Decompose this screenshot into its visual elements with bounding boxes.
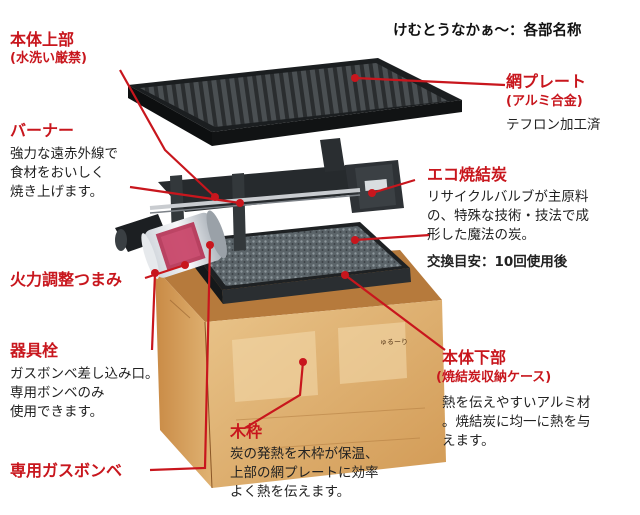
wood-frame-desc-1: 炭の発熱を木枠が保温、 xyxy=(230,446,379,462)
svg-text:ゅるーり: ゅるーり xyxy=(380,338,408,346)
bottom-body-label: 本体下部 xyxy=(442,348,507,367)
connector-desc-3: 使用できます。 xyxy=(10,404,104,420)
eco-charcoal-replace: 交換目安：10回使用後 xyxy=(427,254,568,270)
gas-canister-label: 専用ガスボンベ xyxy=(10,461,123,480)
top-body-label: 本体上部 xyxy=(10,30,75,49)
grill-plate-note: (アルミ合金) xyxy=(506,94,583,109)
grill-plate-label: 網プレート xyxy=(506,72,587,91)
connector-label: 器具栓 xyxy=(10,341,59,360)
diagram-title: けむとうなかぁ〜：各部名称 xyxy=(393,23,582,39)
burner-desc-3: 焼き上げます。 xyxy=(10,184,104,200)
grill-plate-shape xyxy=(128,58,462,146)
burner-desc-1: 強力な遠赤外線で xyxy=(10,146,118,162)
wood-frame-label: 木枠 xyxy=(230,422,263,441)
bottom-body-note: (焼結炭収納ケース) xyxy=(436,370,552,385)
wood-frame-shape: ゅるーり xyxy=(155,250,446,489)
eco-charcoal-desc-1: リサイクルバルブが主原料 xyxy=(427,189,589,205)
burner-desc-2: 食材をおいしく xyxy=(10,165,105,181)
connector-desc-1: ガスボンベ差し込み口。 xyxy=(10,366,159,382)
grill-plate-desc: テフロン加工済 xyxy=(506,117,601,133)
flame-knob-label: 火力調整つまみ xyxy=(10,270,123,289)
wood-frame-desc-2: 上部の網プレートに効率 xyxy=(230,465,379,481)
eco-charcoal-desc-2: の、特殊な技術・技法で成 xyxy=(427,208,589,224)
connector-desc-2: 専用ボンベのみ xyxy=(10,385,105,401)
eco-charcoal-desc-3: 形した魔法の炭。 xyxy=(427,227,535,243)
leader-lines xyxy=(119,69,506,472)
wood-frame-desc-3: よく熱を伝えます。 xyxy=(230,484,351,500)
bottom-body-desc-3: えます。 xyxy=(442,433,495,449)
bottom-body-desc-2: 。焼結炭に均一に熱を与 xyxy=(442,414,591,430)
gas-canister-shape xyxy=(141,210,227,279)
eco-charcoal-label: エコ焼結炭 xyxy=(427,165,508,184)
top-body-note: (水洗い厳禁) xyxy=(10,51,87,66)
bottom-body-desc-1: 熱を伝えやすいアルミ材 xyxy=(442,395,591,411)
burner-label: バーナー xyxy=(10,121,75,140)
